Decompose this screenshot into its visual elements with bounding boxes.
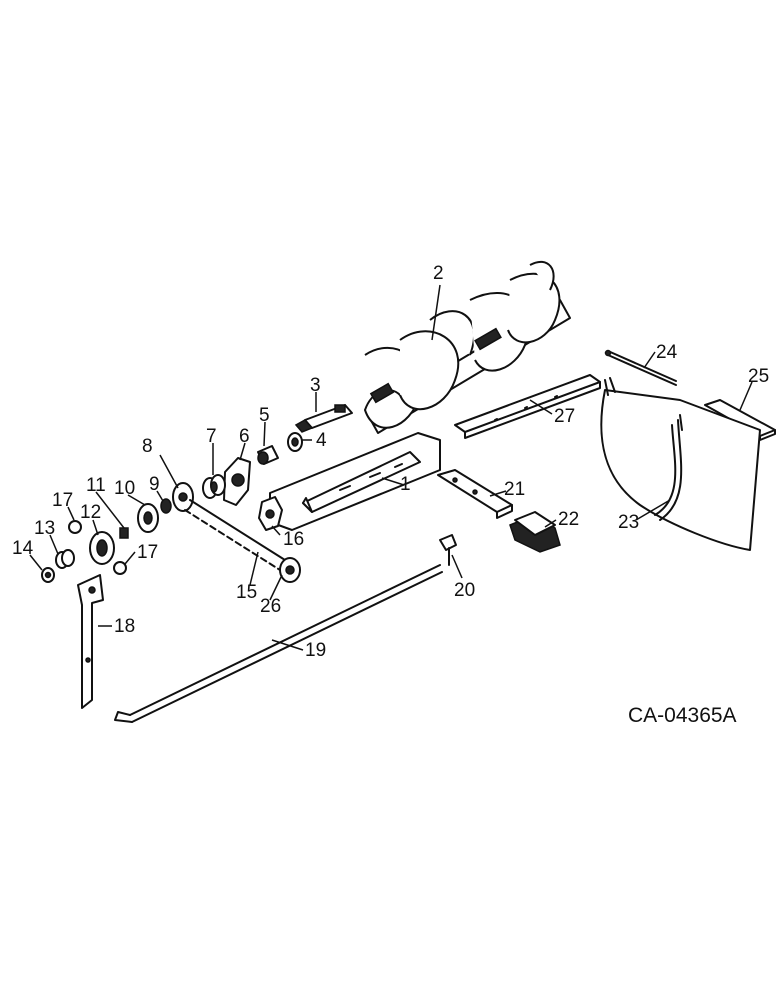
arm-part-18: [77, 574, 104, 709]
strip-part-27: [454, 374, 601, 439]
label-part-14: 14: [12, 538, 34, 559]
rod-part-19: [114, 564, 443, 723]
label-part-13: 13: [34, 518, 55, 539]
label-part-18: 18: [114, 616, 135, 637]
label-part-3: 3: [310, 375, 321, 396]
auger-part: [364, 260, 571, 434]
ring-part-4: [287, 432, 303, 452]
label-part-2: 2: [433, 263, 444, 284]
label-part-22: 22: [558, 509, 579, 530]
sprocket-part-12: [89, 531, 115, 565]
label-part-8: 8: [142, 436, 153, 457]
label-part-20: 20: [454, 580, 475, 601]
label-part-17-top: 17: [52, 490, 73, 511]
nut-part-17b: [113, 561, 127, 575]
washer-part-14: [41, 567, 55, 583]
label-part-17-bottom: 17: [137, 542, 158, 563]
label-part-26: 26: [260, 596, 281, 617]
spring-part-13: [55, 549, 75, 569]
nut-part-17a: [68, 520, 82, 534]
label-part-15: 15: [236, 582, 257, 603]
leader-lines: [29, 284, 753, 651]
label-part-25: 25: [748, 366, 769, 387]
spring-part-11: [119, 527, 129, 539]
label-part-19: 19: [305, 640, 326, 661]
block-part-22: [509, 511, 561, 553]
drawing-code: CA-04365A: [628, 704, 737, 727]
label-part-27: 27: [554, 406, 575, 427]
label-part-10: 10: [114, 478, 135, 499]
label-part-12: 12: [80, 502, 101, 523]
plate-part-8: [172, 482, 194, 512]
label-part-16: 16: [283, 529, 304, 550]
label-part-11: 11: [86, 475, 106, 496]
flange-part-6: [223, 457, 251, 506]
bolt-part-20: [439, 534, 457, 566]
pulley-part-10: [137, 503, 159, 533]
trough-part-23: [600, 377, 761, 551]
bearing-part-3: [294, 404, 353, 433]
label-part-5: 5: [259, 405, 270, 426]
part-labels: 1 2 3 4 5 6 7 8 9 10 11 12 13 14 15 16 1…: [12, 263, 769, 661]
label-part-7: 7: [206, 426, 217, 447]
label-part-9: 9: [149, 474, 160, 495]
rod-part-24: [604, 349, 677, 386]
label-part-21: 21: [504, 479, 525, 500]
chain-part-15: [184, 499, 301, 583]
bar-part-21: [437, 469, 513, 519]
bushing-part-5: [257, 445, 279, 465]
collar-part-9: [160, 498, 172, 514]
label-part-24: 24: [656, 342, 678, 363]
label-part-4: 4: [316, 430, 327, 451]
label-part-23: 23: [618, 512, 639, 533]
label-part-1: 1: [400, 474, 411, 495]
sprocket-part-16: [258, 496, 283, 531]
bearing-part-7: [202, 474, 226, 499]
label-part-6: 6: [239, 426, 250, 447]
